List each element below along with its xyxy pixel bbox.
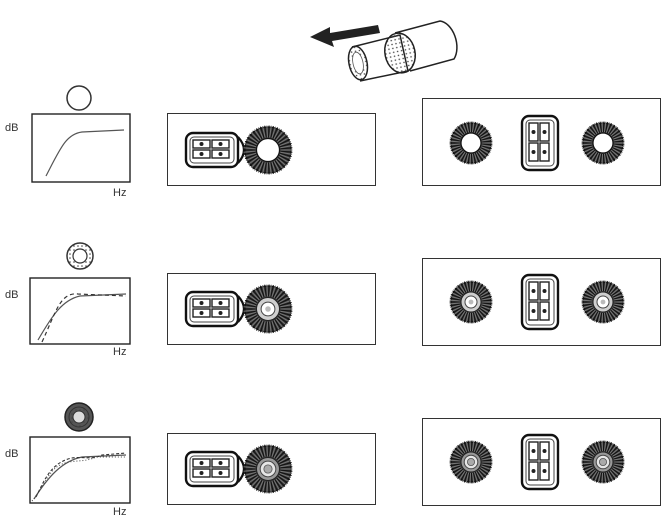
direction-arrow-icon: [310, 25, 380, 47]
port-ring-right: [581, 280, 625, 324]
port-ring-right: [581, 121, 625, 165]
port-ring-single: [243, 284, 293, 334]
speaker-driver-vertical: [520, 114, 560, 172]
port-ring-right: [581, 440, 625, 484]
port-ring-single: [243, 125, 293, 175]
speaker-driver-vertical: [520, 273, 560, 331]
speaker-driver-horizontal: [184, 290, 240, 328]
port-ring-left: [449, 440, 493, 484]
speaker-driver-vertical: [520, 433, 560, 491]
y-axis-label: dB: [5, 289, 19, 301]
y-axis-label: dB: [5, 448, 19, 460]
speaker-driver-horizontal: [184, 450, 240, 488]
cross-section-plain-icon: [66, 85, 92, 111]
cable-illustration: [310, 20, 458, 82]
port-ring-left: [449, 121, 493, 165]
cross-section-ring-icon: [66, 242, 94, 270]
y-axis-label: dB: [5, 122, 19, 134]
cross-section-dense-icon: [64, 402, 94, 432]
port-ring-single: [243, 444, 293, 494]
x-axis-label: Hz: [113, 346, 127, 358]
x-axis-label: Hz: [113, 187, 127, 199]
speaker-driver-horizontal: [184, 131, 240, 169]
port-ring-left: [449, 280, 493, 324]
x-axis-label: Hz: [113, 506, 127, 518]
